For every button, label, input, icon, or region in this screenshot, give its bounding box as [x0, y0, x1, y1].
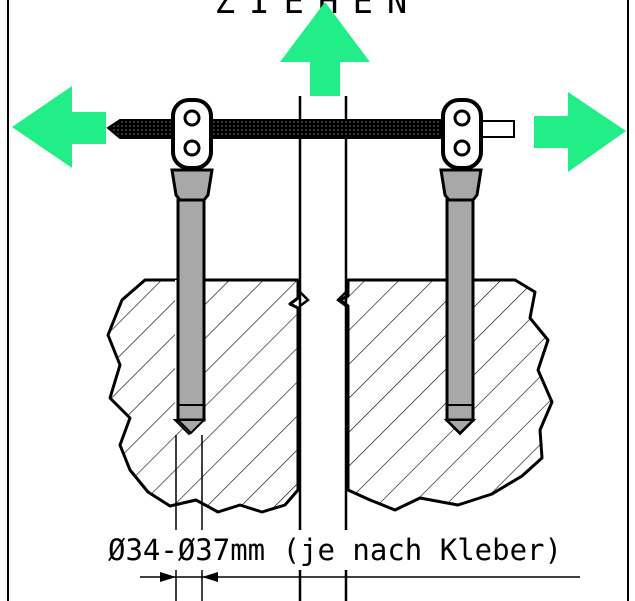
left-puller — [170, 98, 214, 435]
arrow-up-icon — [280, 2, 370, 96]
right-puller — [439, 98, 483, 435]
arrow-right-icon — [534, 92, 626, 172]
dimension-label: Ø34-Ø37mm (je nach Kleber) — [108, 533, 562, 567]
arrow-left-icon — [12, 86, 106, 168]
header-fragment: ZIEHEN — [215, 0, 422, 22]
threaded-rod — [106, 119, 453, 139]
